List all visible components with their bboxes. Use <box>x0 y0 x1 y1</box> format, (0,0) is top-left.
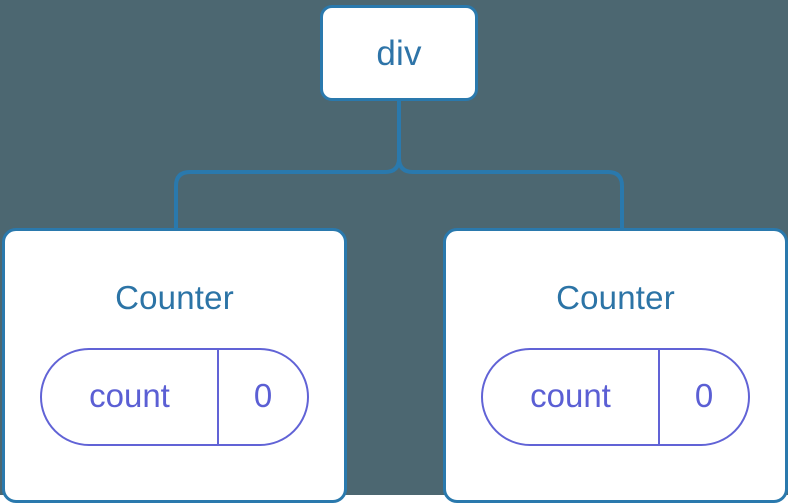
state-value-left: 0 <box>253 377 273 414</box>
state-key-right: count <box>530 377 611 414</box>
node-div-label: div <box>376 33 422 73</box>
node-counter-right-title: Counter <box>556 279 675 316</box>
state-value-right: 0 <box>694 377 714 414</box>
node-counter-left-title: Counter <box>115 279 234 316</box>
state-key-left: count <box>89 377 170 414</box>
node-div[interactable]: div <box>320 5 478 101</box>
state-pill-divider-right <box>658 350 660 444</box>
state-pill-right[interactable]: count 0 <box>481 348 750 446</box>
state-pill-left[interactable]: count 0 <box>40 348 309 446</box>
connector-to-right-counter <box>397 99 624 234</box>
state-pill-divider-left <box>217 350 219 444</box>
node-counter-right[interactable]: Counter count 0 <box>443 228 788 503</box>
node-counter-left[interactable]: Counter count 0 <box>2 228 347 503</box>
connector-to-left-counter <box>174 99 401 234</box>
